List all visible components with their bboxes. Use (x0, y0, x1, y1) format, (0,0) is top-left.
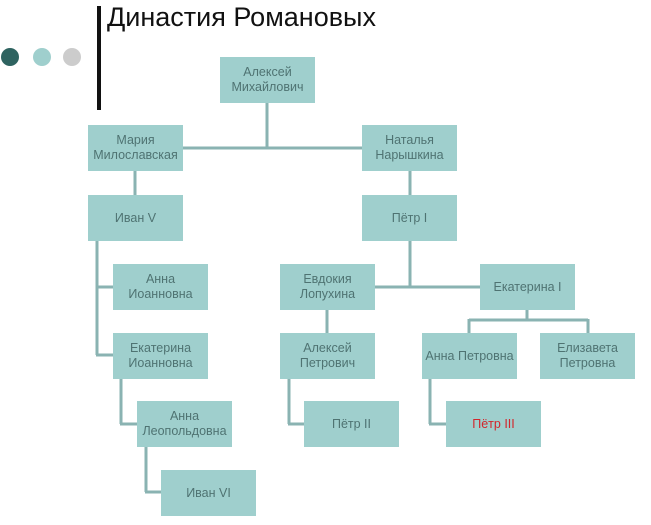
title-divider-bar (97, 6, 101, 110)
node-aleksey-mikhailovich: Алексей Михайлович (220, 57, 315, 103)
decor-dot-gray (63, 48, 81, 66)
node-ekaterina-i: Екатерина I (480, 264, 575, 310)
node-elizaveta-petrovna: Елизавета Петровна (540, 333, 635, 379)
node-petr-i: Пётр I (362, 195, 457, 241)
node-anna-ioannovna: Анна Иоанновна (113, 264, 208, 310)
node-ekaterina-ioannovna: Екатерина Иоанновна (113, 333, 208, 379)
node-anna-petrovna: Анна Петровна (422, 333, 517, 379)
node-natalya-naryshkina: Наталья Нарышкина (362, 125, 457, 171)
node-petr-iii: Пётр III (446, 401, 541, 447)
node-anna-leopoldovna: Анна Леопольдовна (137, 401, 232, 447)
node-petr-ii: Пётр II (304, 401, 399, 447)
node-aleksey-petrovich: Алексей Петрович (280, 333, 375, 379)
decor-dot-dark (1, 48, 19, 66)
node-ivan-v: Иван V (88, 195, 183, 241)
node-maria-miloslavskaya: Мария Милославская (88, 125, 183, 171)
slide-title: Династия Романовых (107, 2, 376, 32)
decor-dot-teal (33, 48, 51, 66)
node-ivan-vi: Иван VI (161, 470, 256, 516)
node-evdokia-lopukhina: Евдокия Лопухина (280, 264, 375, 310)
